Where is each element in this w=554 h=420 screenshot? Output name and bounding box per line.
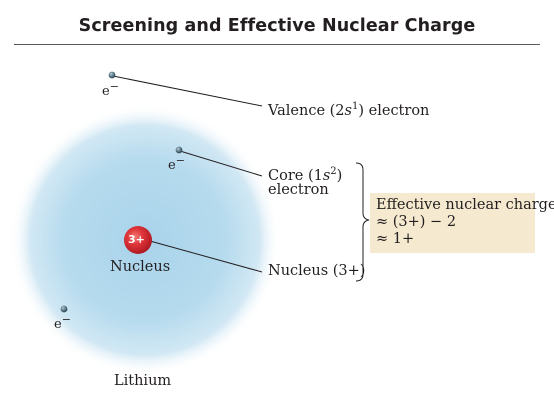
nucleus-charge: 3+ (128, 233, 145, 246)
core-leader-line (179, 150, 263, 177)
effective-charge-result: ≈ 1+ (376, 231, 415, 247)
effective-charge-equation: ≈ (3+) − 2 (376, 214, 457, 230)
atom-label: Lithium (114, 373, 172, 389)
nucleus-leader-line (149, 240, 263, 273)
core-callout-line2: electron (268, 182, 329, 198)
core-electron-lower (60, 305, 68, 313)
valence-callout: Valence (2s1) electron (268, 101, 430, 119)
effective-charge-box: Effective nuclear charge ≈ (3+) − 2 ≈ 1+ (370, 193, 554, 253)
valence-leader-line (112, 75, 263, 107)
nucleus-sphere (124, 226, 152, 254)
core-callout: Core (1s2) (268, 166, 343, 184)
diagram-title: Screening and Effective Nuclear Charge (78, 16, 476, 36)
valence-electron (108, 71, 116, 79)
core-electron-lower-label: e− (54, 313, 71, 332)
title-rule (14, 44, 540, 45)
nucleus-callout: Nucleus (3+) (268, 263, 366, 279)
valence-electron-label: e− (102, 80, 119, 99)
effective-charge-title: Effective nuclear charge (376, 197, 554, 213)
core-electron-upper (175, 146, 183, 154)
nucleus-label: Nucleus (110, 259, 171, 275)
bracket (355, 162, 370, 282)
core-electron-upper-label: e− (168, 154, 185, 173)
